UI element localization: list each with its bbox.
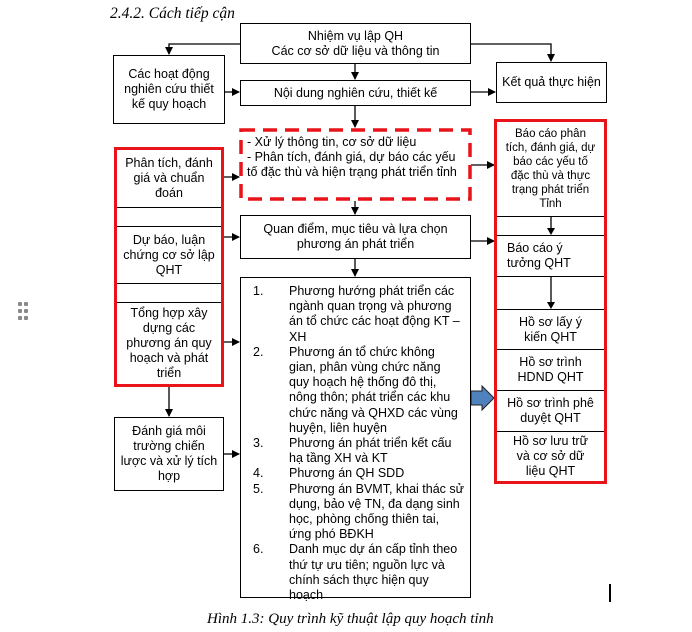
right-output-column: Báo cáo phân tích, đánh giá, dự báo các … <box>494 119 607 484</box>
analysis-line-2: - Phân tích, đánh giá, dự báo các yếu tố… <box>247 150 457 179</box>
section-heading: 2.4.2. Cách tiếp cận <box>110 5 235 22</box>
figure-caption: Hình 1.3: Quy trình kỹ thuật lập quy hoạ… <box>207 611 494 627</box>
analysis-box: - Xử lý thông tin, cơ sở dữ liệu - Phân … <box>239 128 472 201</box>
left-step-forecast: Dự báo, luận chứng cơ sở lập QHT <box>117 226 221 283</box>
left-spacer <box>117 283 221 302</box>
output-analysis-report: Báo cáo phân tích, đánh giá, dự báo các … <box>505 128 596 210</box>
output-spacer <box>497 276 604 309</box>
connector-task-to-results <box>470 43 555 62</box>
research-activities-box: Các hoạt động nghiên cứu thiết kế quy ho… <box>113 55 225 124</box>
output-council-dossier: Hồ sơ trình HDND QHT <box>497 349 604 390</box>
arrow-icon <box>546 276 555 309</box>
list-item: 5. Phương án BVMT, khai thác sử dụng, bả… <box>253 481 465 542</box>
viewpoint-label: Quan điểm, mục tiêu và lựa chọn phương á… <box>263 222 448 251</box>
list-item: 3. Phương án phát triển kết cấu hạ tầng … <box>253 436 452 466</box>
task-box: Nhiệm vụ lập QH Các cơ sở dữ liệu và thô… <box>240 23 471 64</box>
output-approval-dossier: Hồ sơ trình phê duyệt QHT <box>497 390 604 431</box>
arrow-icon <box>546 216 555 235</box>
output-consultation-dossier: Hồ sơ lấy ý kiến QHT <box>497 309 604 349</box>
left-spacer <box>117 207 221 226</box>
list-item: 6. Danh mục dự án cấp tỉnh theo thứ tự ư… <box>253 542 458 603</box>
research-label: Nội dung nghiên cứu, thiết kế <box>273 85 438 100</box>
left-step-analysis: Phân tích, đánh giá và chuẩn đoán <box>125 156 213 200</box>
left-step-synthesis: Tổng hợp xây dựng các phương án quy hoạc… <box>117 302 221 384</box>
dashed-border <box>239 128 472 201</box>
output-idea-report: Báo cáo ý tưởng QHT <box>497 235 604 276</box>
list-item: 4. Phương án QH SDD <box>253 466 405 481</box>
task-line-1: Nhiệm vụ lập QH <box>307 28 404 43</box>
drag-handle-icon[interactable] <box>18 302 30 320</box>
list-item: 2. Phương án tổ chức không gian, phân vù… <box>253 344 458 435</box>
results-box: Kết quả thực hiện <box>496 62 607 103</box>
research-activities-label: Các hoạt động nghiên cứu thiết kế quy ho… <box>124 67 214 111</box>
results-label: Kết quả thực hiện <box>502 75 601 89</box>
plan-list: 1. Phương hướng phát triển các ngành qua… <box>240 277 471 602</box>
list-item: 1. Phương hướng phát triển các ngành qua… <box>253 284 460 344</box>
environment-assessment-label: Đánh giá môi trường chiến lược và xử lý … <box>120 424 218 483</box>
research-box: Nội dung nghiên cứu, thiết kế <box>240 80 471 106</box>
block-arrow-right-icon <box>470 384 495 412</box>
text-cursor <box>609 584 611 602</box>
left-process-column: Phân tích, đánh giá và chuẩn đoán Dự báo… <box>114 147 224 387</box>
analysis-line-1: - Xử lý thông tin, cơ sở dữ liệu <box>247 135 417 149</box>
environment-assessment-box: Đánh giá môi trường chiến lược và xử lý … <box>114 417 224 491</box>
output-spacer <box>497 216 604 235</box>
connector-task-to-activities <box>165 43 240 55</box>
task-line-2: Các cơ sở dữ liệu và thông tin <box>271 43 440 58</box>
viewpoint-box: Quan điểm, mục tiêu và lựa chọn phương á… <box>240 215 471 259</box>
output-archive-dossier: Hồ sơ lưu trữ và cơ sở dữ liệu QHT <box>497 431 604 481</box>
